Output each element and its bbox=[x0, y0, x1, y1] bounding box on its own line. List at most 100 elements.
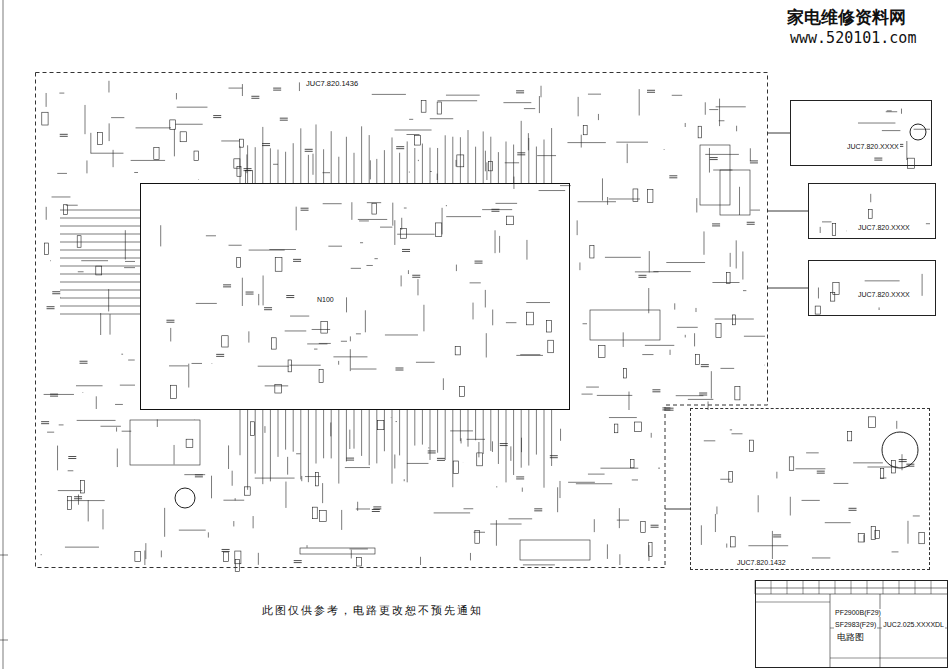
wire bbox=[350, 349, 351, 371]
ic-pin bbox=[300, 410, 301, 479]
wire bbox=[664, 149, 665, 151]
resistor-symbol bbox=[64, 205, 68, 215]
capacitor-symbol bbox=[899, 459, 907, 460]
wire bbox=[674, 303, 675, 309]
capacitor-symbol bbox=[747, 224, 755, 225]
table-line bbox=[899, 580, 900, 594]
ic-pin bbox=[60, 234, 140, 235]
wire bbox=[776, 472, 777, 479]
resistor-symbol bbox=[271, 338, 276, 349]
ic-pin bbox=[399, 410, 400, 455]
wire bbox=[47, 432, 54, 433]
resistor-symbol bbox=[288, 360, 291, 372]
capacitor-symbol bbox=[874, 158, 882, 159]
wire bbox=[392, 203, 393, 226]
resistor-symbol bbox=[649, 543, 652, 557]
resistor-symbol bbox=[548, 340, 554, 353]
ic-pin bbox=[278, 150, 279, 183]
wire bbox=[853, 462, 883, 463]
wire bbox=[366, 265, 372, 266]
capacitor-symbol bbox=[50, 396, 58, 397]
capacitor-symbol bbox=[516, 476, 524, 477]
ic-pin bbox=[506, 410, 507, 482]
wire bbox=[892, 551, 899, 552]
resistor-symbol bbox=[67, 497, 71, 510]
resistor-symbol bbox=[732, 315, 735, 325]
wire bbox=[711, 371, 712, 398]
wire bbox=[639, 89, 640, 115]
wire bbox=[806, 452, 819, 453]
wire bbox=[649, 251, 650, 272]
wire bbox=[719, 99, 720, 126]
ic-pin bbox=[528, 410, 529, 466]
wire bbox=[609, 417, 637, 418]
wire bbox=[709, 109, 718, 110]
wire bbox=[246, 154, 247, 173]
ic-pin bbox=[60, 210, 140, 211]
ic-pin bbox=[247, 145, 248, 183]
wire bbox=[349, 430, 350, 449]
title-block: PF2900B(F29)SF2983(F29)电路图JUC2.025.XXXXD… bbox=[755, 580, 948, 668]
capacitor-symbol bbox=[246, 294, 254, 295]
wire bbox=[296, 453, 300, 454]
wire bbox=[588, 94, 601, 95]
wire bbox=[703, 231, 704, 254]
sub-board: JUC7.820.XXXX bbox=[790, 100, 932, 166]
wire bbox=[719, 120, 725, 121]
ic-pin bbox=[346, 137, 347, 183]
wire bbox=[588, 474, 605, 475]
wire bbox=[496, 520, 497, 546]
wire bbox=[258, 294, 259, 305]
wire bbox=[648, 288, 649, 313]
wire bbox=[322, 172, 330, 173]
capacitor-symbol bbox=[701, 364, 709, 365]
capacitor-symbol bbox=[396, 146, 404, 147]
wire bbox=[764, 365, 765, 366]
wire bbox=[907, 521, 908, 544]
wire bbox=[115, 404, 123, 405]
wire bbox=[100, 313, 101, 335]
ic-pin bbox=[308, 410, 309, 482]
wire bbox=[922, 274, 923, 296]
wire bbox=[116, 427, 117, 431]
resistor-symbol bbox=[239, 139, 243, 147]
capacitor-symbol bbox=[500, 443, 508, 444]
wire bbox=[879, 307, 880, 310]
capacitor-symbol bbox=[223, 286, 231, 287]
ic-pin bbox=[544, 140, 545, 183]
wire bbox=[372, 94, 406, 95]
ic-pin bbox=[460, 410, 461, 441]
capacitor-symbol bbox=[437, 458, 445, 459]
capacitor-symbol bbox=[280, 120, 288, 121]
capacitor-symbol bbox=[491, 211, 499, 212]
wire bbox=[705, 102, 706, 114]
ic-pin bbox=[60, 306, 140, 307]
ic-pin bbox=[270, 148, 271, 183]
wire bbox=[579, 262, 580, 270]
wire bbox=[59, 297, 60, 298]
capacitor-symbol bbox=[652, 391, 660, 392]
capacitor-symbol bbox=[475, 263, 483, 264]
ic-symbol bbox=[130, 420, 200, 465]
table-line bbox=[867, 580, 868, 594]
wire bbox=[82, 392, 83, 394]
wire bbox=[496, 486, 497, 487]
capacitor-symbol bbox=[68, 458, 76, 459]
ic-pin bbox=[60, 218, 140, 219]
wire bbox=[228, 445, 229, 469]
wire bbox=[407, 463, 429, 464]
ic-pin bbox=[262, 127, 263, 183]
wire bbox=[619, 508, 620, 528]
wire bbox=[157, 419, 158, 427]
capacitor-symbol bbox=[246, 292, 254, 293]
wire bbox=[485, 151, 486, 172]
wire bbox=[818, 288, 819, 299]
resistor-symbol bbox=[875, 530, 879, 538]
ic-pin bbox=[437, 410, 438, 453]
wire bbox=[645, 345, 674, 346]
board-outline bbox=[36, 73, 768, 568]
wire bbox=[598, 114, 599, 120]
capacitor-symbol bbox=[712, 223, 720, 224]
ic-pin bbox=[490, 410, 491, 451]
